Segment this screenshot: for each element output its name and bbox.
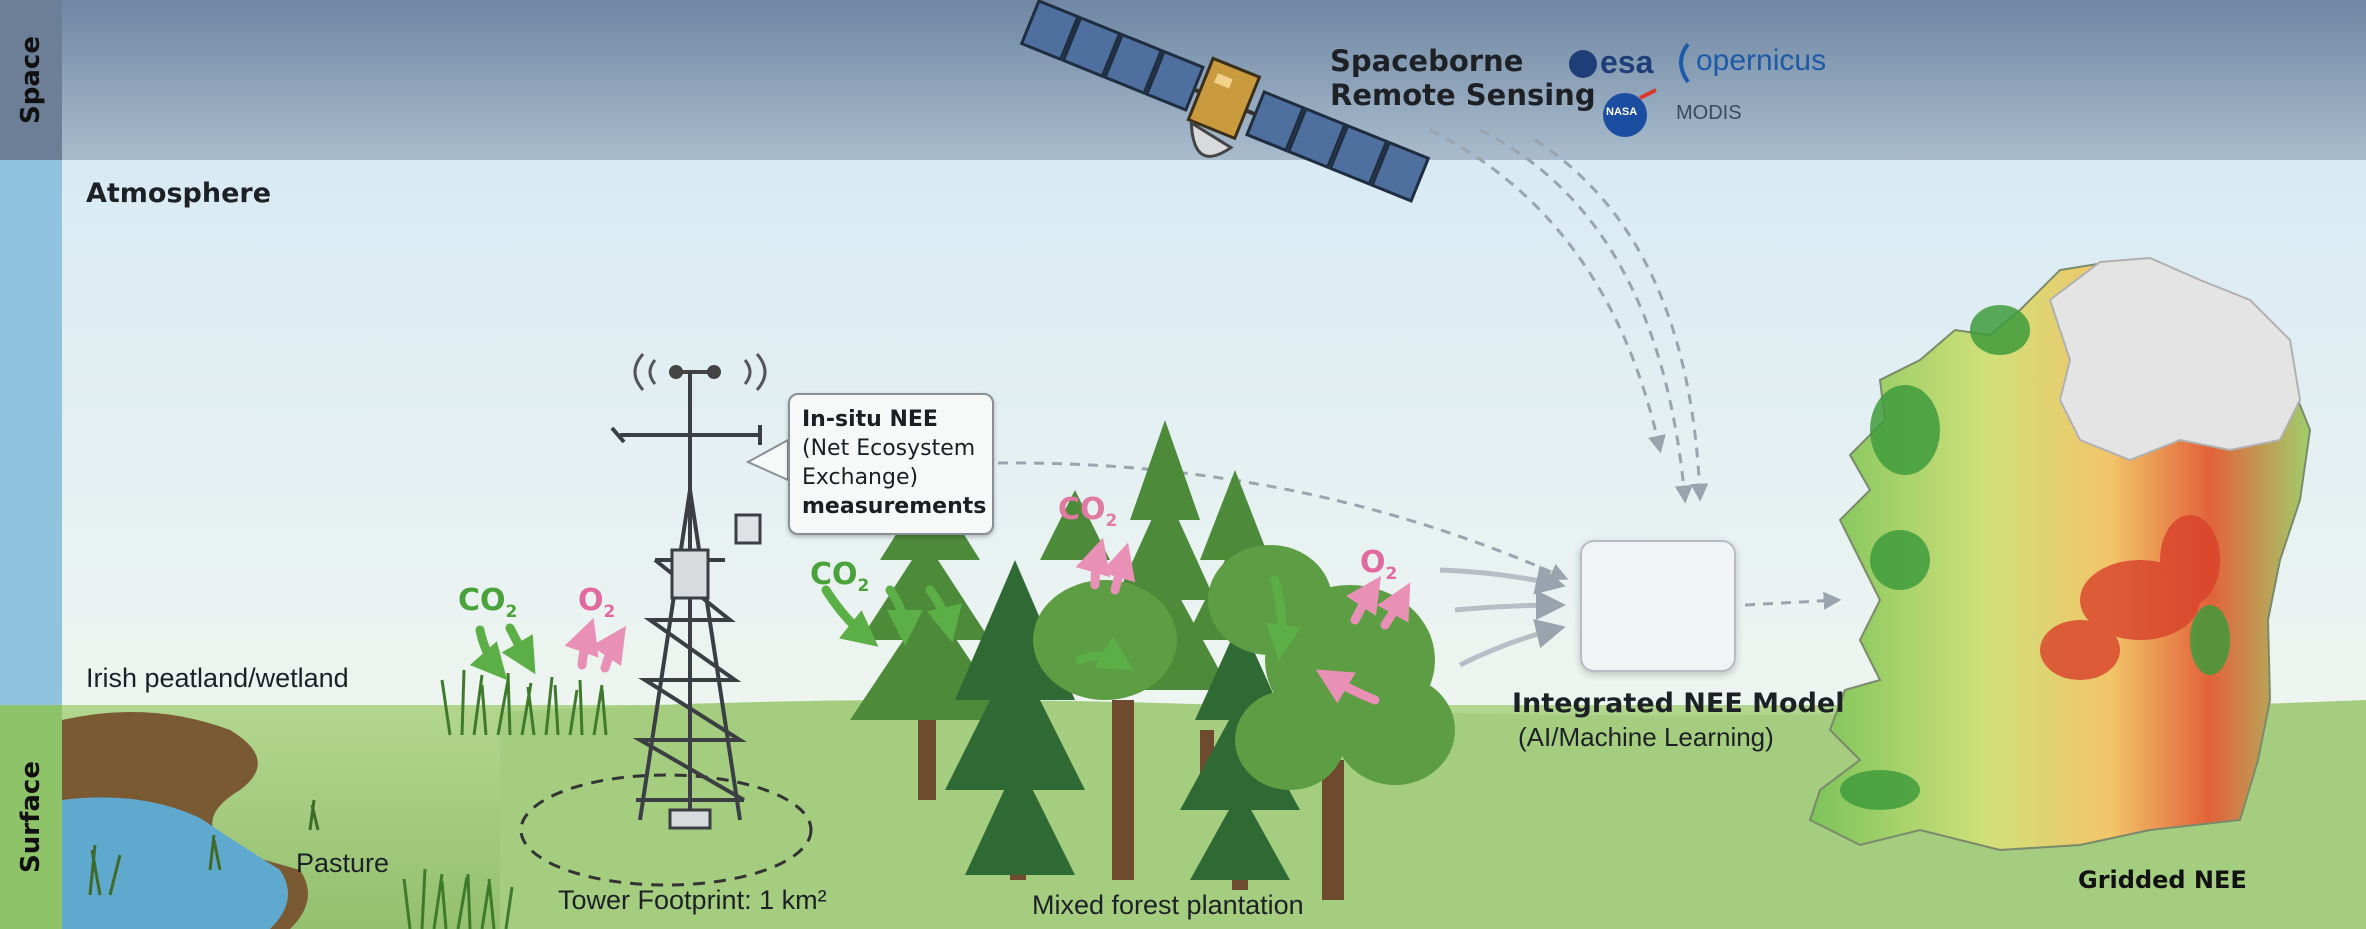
forest-flow-arrows — [1439, 565, 1566, 668]
surface-band-label: Surface — [16, 761, 46, 873]
nasa-logo-text: NASA — [1606, 106, 1638, 118]
esa-logo-text: esa — [1600, 44, 1654, 80]
tower-footprint-label: Tower Footprint: 1 km² — [558, 885, 827, 915]
gridded-nee-label: Gridded NEE — [2078, 866, 2247, 894]
callout-line-2: (Net Ecosystem — [802, 436, 976, 461]
spaceborne-label: Spaceborne Remote Sensing — [1330, 44, 1596, 112]
model-title: Integrated NEE Model — [1512, 688, 1845, 719]
modis-logo-text: MODIS — [1676, 102, 1742, 124]
wetland-water — [62, 797, 288, 929]
signal-waves-icon — [633, 353, 767, 391]
o2-release-arrows — [564, 537, 1411, 705]
logger-box-icon — [670, 548, 710, 600]
pasture-grass — [402, 669, 608, 929]
peatland-label: Irish peatland/wetland — [86, 663, 349, 693]
forest-label: Mixed forest plantation — [1032, 890, 1304, 920]
co2-release-label-forest: CO2 — [1058, 492, 1118, 531]
pasture-label: Pasture — [296, 848, 390, 878]
copernicus-logo-text: opernicus — [1696, 44, 1827, 77]
co2-label-forest: CO2 — [810, 557, 870, 596]
callout-line-4: measurements — [802, 494, 987, 519]
tower-footprint-ring — [519, 773, 813, 887]
forest-icon — [850, 420, 1455, 900]
copernicus-logo-icon — [1679, 42, 1690, 84]
space-band-label: Space — [16, 36, 46, 124]
o2-label-forest: O2 — [1360, 545, 1398, 584]
satellite-flow-arrows — [1429, 128, 1709, 504]
atmosphere-label: Atmosphere — [86, 178, 272, 209]
co2-uptake-arrows — [469, 575, 1302, 681]
insitu-flow-arrow — [997, 461, 1569, 581]
model-subtitle: (AI/Machine Learning) — [1518, 722, 1774, 752]
co2-label-pasture: CO2 — [458, 583, 518, 622]
callout-title: In-situ NEE — [802, 407, 938, 432]
surface-tab — [0, 705, 62, 929]
o2-label-pasture: O2 — [578, 583, 616, 622]
model-to-map-arrow — [1744, 591, 1842, 610]
insitu-nee-callout: In-situ NEE (Net Ecosystem Exchange) mea… — [788, 393, 994, 535]
esa-logo-icon — [1569, 50, 1597, 78]
callout-line-3: Exchange) — [802, 465, 919, 490]
flux-tower-icon — [610, 420, 762, 821]
gridded-nee-map — [1808, 256, 2312, 852]
wetland-reeds — [88, 799, 320, 896]
nee-model-box — [1580, 540, 1736, 672]
nasa-logo-icon — [1603, 93, 1647, 137]
atmosphere-tab — [0, 160, 62, 710]
northern-ireland-area — [2048, 256, 2302, 462]
satellite-icon — [1019, 0, 1431, 203]
space-tab — [0, 0, 62, 160]
